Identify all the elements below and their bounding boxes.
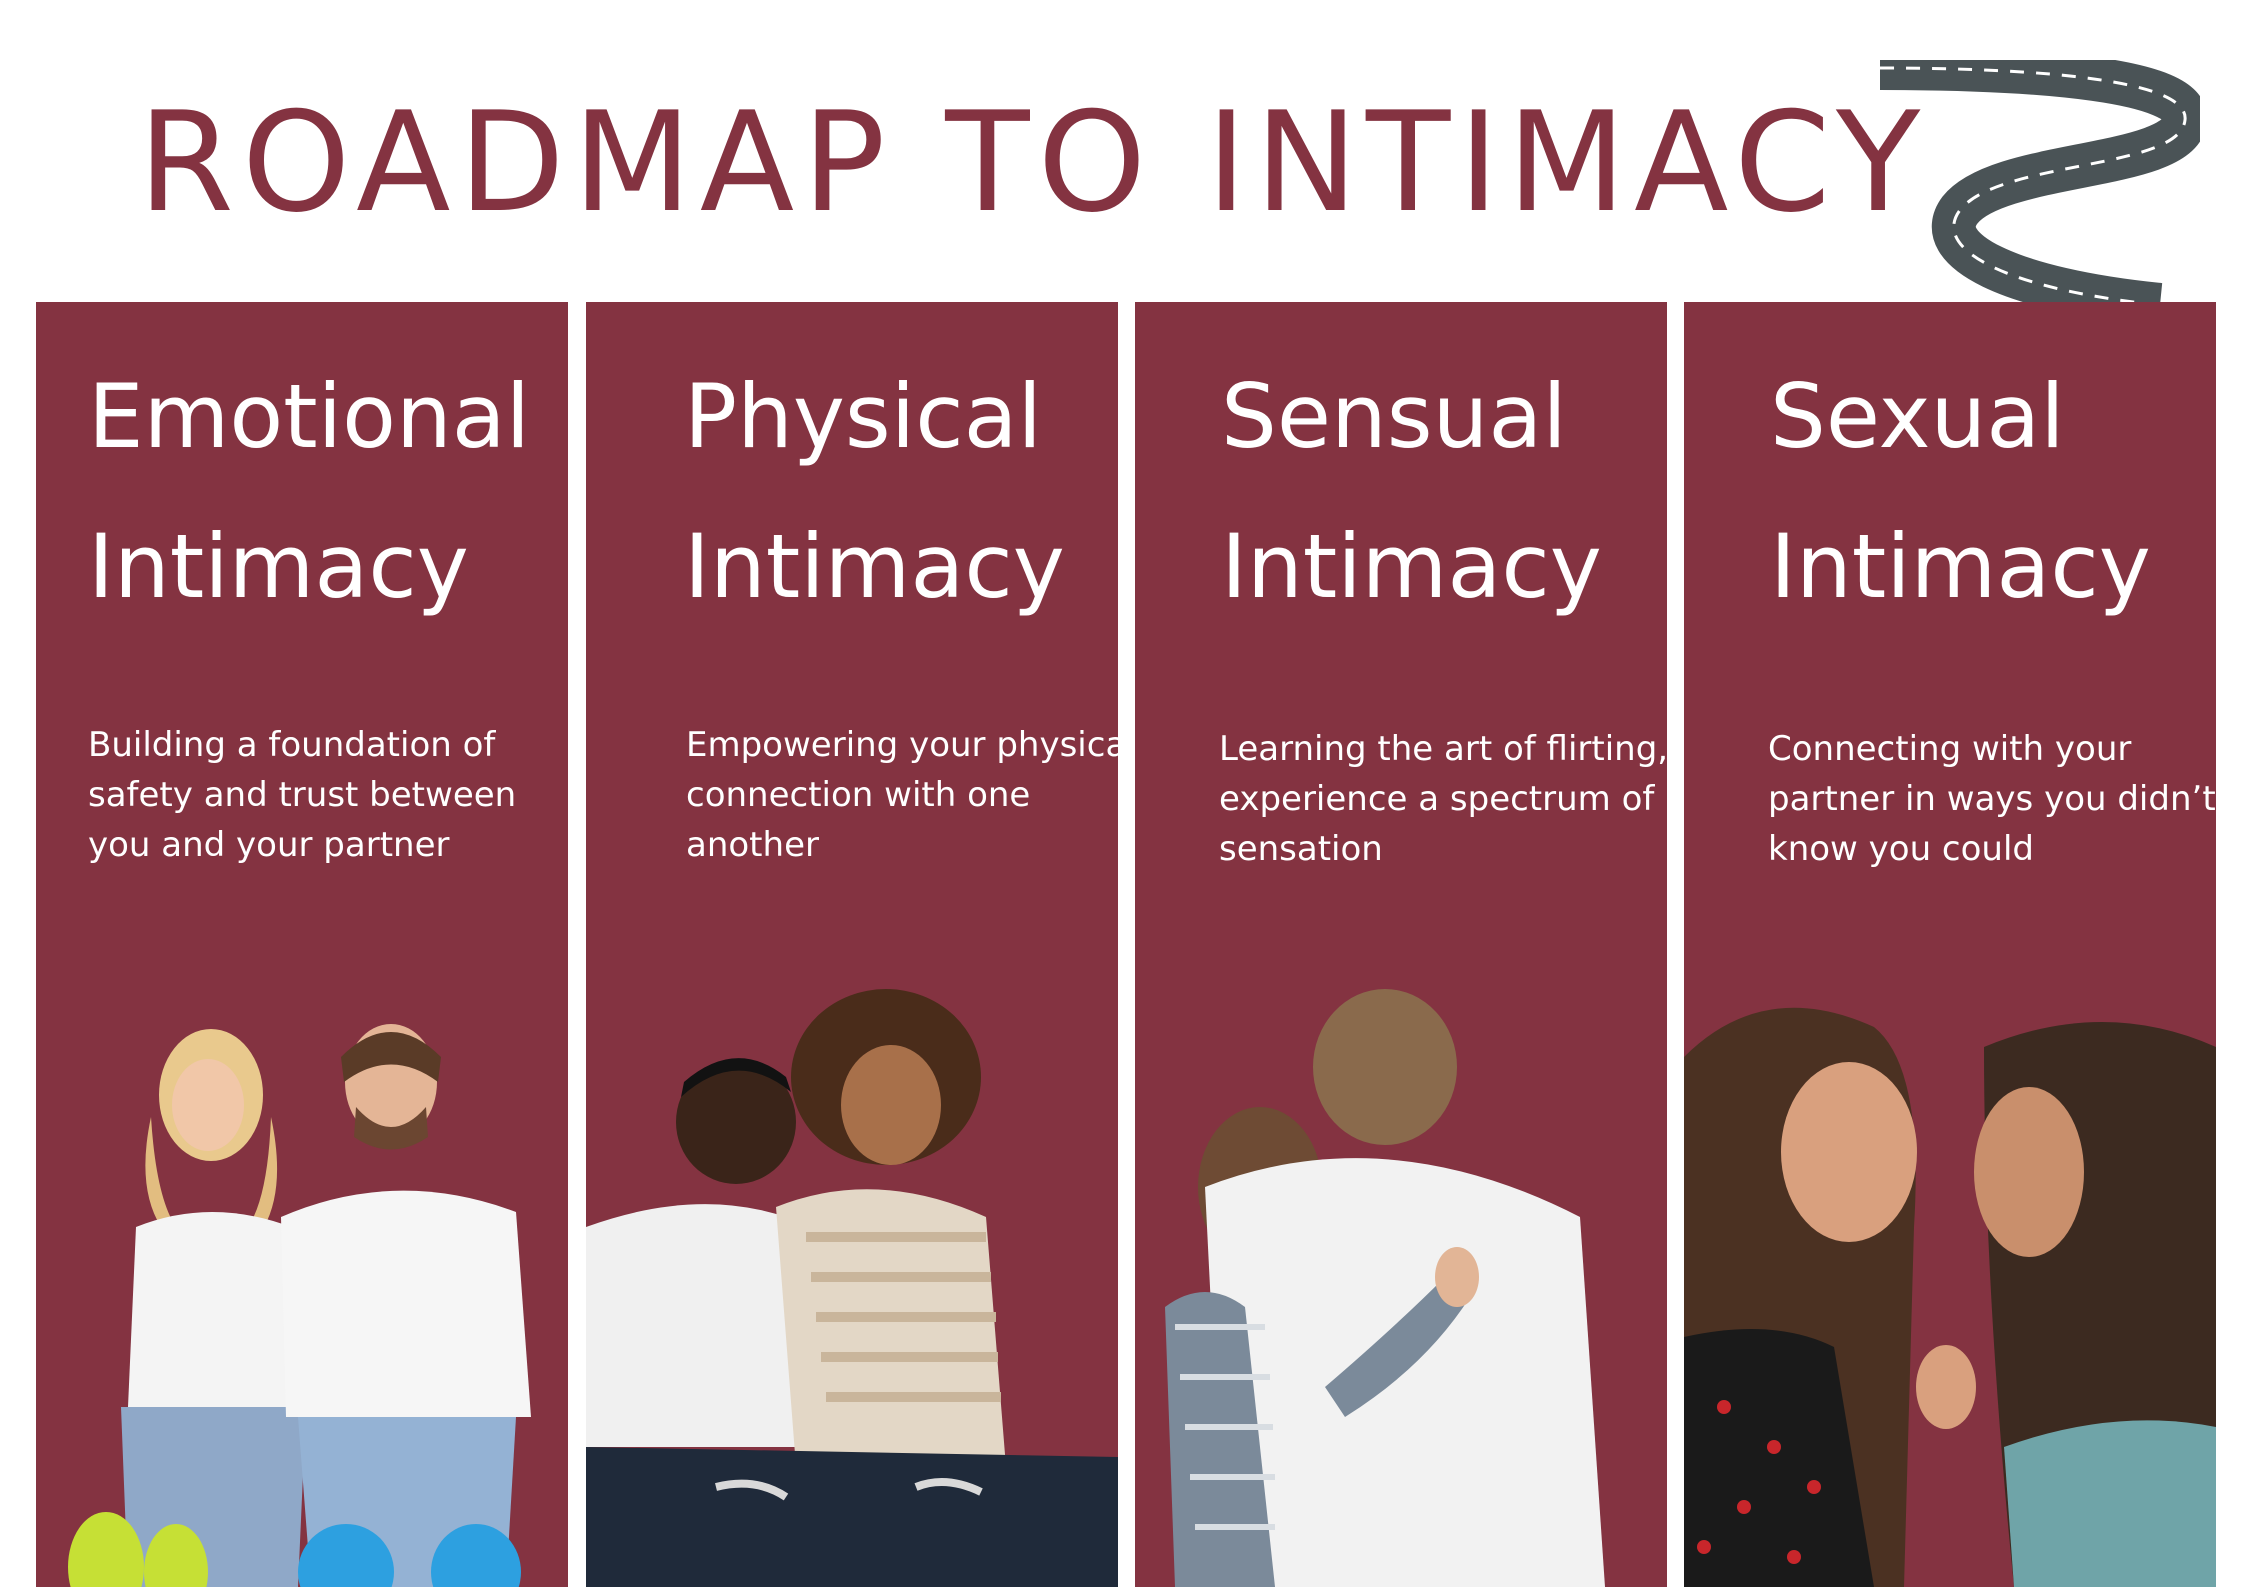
panel-title-line1: Emotional <box>88 365 531 468</box>
panel-description: Connecting with your partner in ways you… <box>1768 729 2216 869</box>
couple-face-to-face-photo <box>1684 1007 2216 1587</box>
panel-physical-intimacy: Physical Intimacy Empowering your physic… <box>586 302 1118 1587</box>
couple-sitting-photo <box>68 1024 531 1587</box>
panel-description: Learning the art of flirting, experience… <box>1219 729 1667 869</box>
panel-title-line1: Sensual <box>1221 365 1567 468</box>
couple-hugging-photo <box>1165 989 1605 1587</box>
panel-title-line2: Intimacy <box>88 515 469 618</box>
panel-description: Building a foundation of safety and trus… <box>88 725 517 865</box>
panel-title-line2: Intimacy <box>1770 515 2151 618</box>
panel-description: Empowering your physical connection with… <box>686 725 1118 865</box>
panel-sexual-intimacy: Sexual Intimacy Connecting with your par… <box>1684 302 2216 1587</box>
panel-title: Sexual Intimacy <box>1770 342 2151 642</box>
panel-title-line2: Intimacy <box>684 515 1065 618</box>
couple-embracing-photo <box>586 989 1118 1587</box>
winding-road-icon <box>1879 60 2200 305</box>
panel-emotional-intimacy: Emotional Intimacy Building a foundation… <box>36 302 568 1587</box>
panel-title-line1: Sexual <box>1770 365 2065 468</box>
page-title: ROADMAP TO INTIMACY <box>138 82 1929 243</box>
panel-title: Emotional Intimacy <box>88 342 530 642</box>
panel-title-line1: Physical <box>684 365 1042 468</box>
panel-title: Physical Intimacy <box>684 342 1065 642</box>
panel-title: Sensual Intimacy <box>1221 342 1602 642</box>
panel-sensual-intimacy: Sensual Intimacy Learning the art of fli… <box>1135 302 1667 1587</box>
panel-title-line2: Intimacy <box>1221 515 1602 618</box>
